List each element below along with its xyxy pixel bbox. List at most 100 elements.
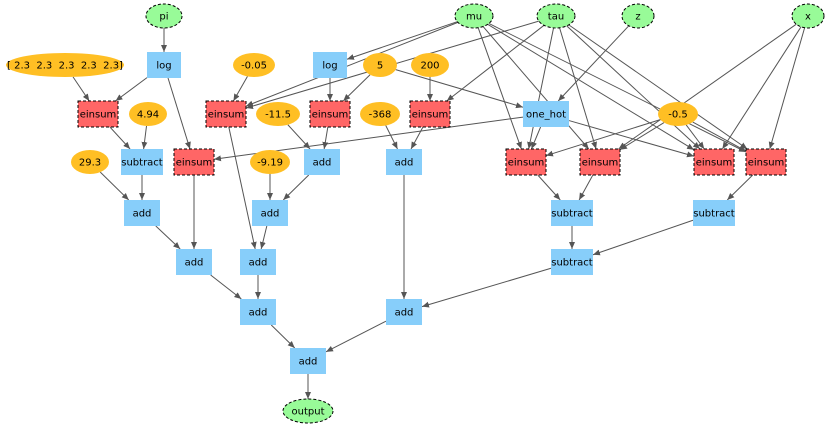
node-add3-label: add xyxy=(313,158,332,169)
edge-log1-to-ein5 xyxy=(167,77,191,150)
edge-mu-to-ein6 xyxy=(477,27,522,150)
edge-mu-to-log2 xyxy=(346,21,458,60)
node-ein2-label: einsum xyxy=(208,110,245,121)
node-sub2-shape xyxy=(551,200,593,226)
edge-c_05-to-ein7 xyxy=(619,122,665,151)
node-mu-shape xyxy=(454,3,494,29)
edge-tau-to-ein9 xyxy=(568,24,748,150)
edge-ein3-to-add3 xyxy=(322,126,329,150)
node-c_005-label: -0.05 xyxy=(241,61,267,72)
node-c_005: -0.05 xyxy=(233,53,275,77)
node-add3-shape xyxy=(304,149,340,175)
node-ein8-label: einsum xyxy=(696,158,733,169)
node-c_293-shape xyxy=(71,150,109,174)
edge-add3-to-add2 xyxy=(282,174,310,201)
node-ein8: einsum xyxy=(693,148,735,176)
node-sub3-label: subtract xyxy=(693,209,735,220)
node-add9-shape xyxy=(290,348,326,374)
node-c_115: -11.5 xyxy=(256,102,300,126)
node-c_5-label: 5 xyxy=(377,61,383,72)
node-add9: add xyxy=(290,348,326,374)
node-output: output xyxy=(282,398,334,424)
edge-c_arr-to-ein1 xyxy=(72,76,90,102)
node-ein3-shape xyxy=(309,100,351,128)
node-mu-label: mu xyxy=(466,12,482,23)
node-add6-label: add xyxy=(249,258,268,269)
node-tau-label: tau xyxy=(548,12,564,23)
node-add5: add xyxy=(176,249,212,275)
node-sub3-shape xyxy=(693,200,735,226)
node-sub1-shape xyxy=(121,149,163,175)
edge-ein1-to-sub1 xyxy=(109,126,131,150)
node-sub4: subtract xyxy=(551,249,593,275)
node-add6-shape xyxy=(240,249,276,275)
node-c_494: 4.94 xyxy=(129,102,167,126)
node-add9-label: add xyxy=(299,357,318,368)
node-add1-shape xyxy=(124,200,160,226)
node-add2-label: add xyxy=(261,209,280,220)
node-c_5-shape xyxy=(363,53,397,77)
node-add1-label: add xyxy=(133,209,152,220)
node-add7: add xyxy=(240,299,276,325)
node-add4: add xyxy=(386,149,422,175)
node-sub1: subtract xyxy=(121,149,163,175)
edge-x-to-ein9 xyxy=(768,27,806,150)
edge-ein2-to-add6 xyxy=(228,126,257,250)
node-sub2: subtract xyxy=(551,200,593,226)
node-sub1-label: subtract xyxy=(121,158,163,169)
node-add4-shape xyxy=(386,149,422,175)
edge-c_115-to-add3 xyxy=(287,124,311,150)
edge-mu-to-ein7 xyxy=(482,26,590,150)
node-output-shape xyxy=(282,398,334,424)
node-c_919-label: -9.19 xyxy=(257,158,283,169)
node-log1-label: log xyxy=(156,61,171,72)
node-x: x xyxy=(791,3,825,29)
edge-mu-to-ein9 xyxy=(488,23,747,153)
node-ein5: einsum xyxy=(173,148,215,176)
edge-sub4-to-add8 xyxy=(421,267,552,308)
node-ein9-shape xyxy=(745,148,787,176)
node-c_05-shape xyxy=(658,102,698,126)
node-c_368-shape xyxy=(360,102,400,126)
node-onehot: one_hot xyxy=(523,101,569,127)
node-add5-label: add xyxy=(185,258,204,269)
node-c_05: -0.5 xyxy=(658,102,698,126)
node-ein6-label: einsum xyxy=(508,158,545,169)
node-c_115-shape xyxy=(256,102,300,126)
node-tau: tau xyxy=(536,3,576,29)
edge-ein6-to-sub2 xyxy=(537,174,561,201)
edge-add1-to-add5 xyxy=(155,225,181,250)
edge-c_293-to-add1 xyxy=(99,171,130,201)
node-ein5-shape xyxy=(173,148,215,176)
node-c_368: -368 xyxy=(360,102,400,126)
edge-onehot-to-ein8 xyxy=(568,120,695,158)
node-sub3: subtract xyxy=(693,200,735,226)
node-c_arr-label: [ 2.3 2.3 2.3 2.3 2.3] xyxy=(7,61,123,72)
edge-mu-to-ein8 xyxy=(487,23,695,151)
edge-c_005-to-ein2 xyxy=(232,76,248,102)
edge-add5-to-add7 xyxy=(210,274,242,300)
node-ein1: einsum xyxy=(77,100,119,128)
node-c_919: -9.19 xyxy=(250,150,290,174)
node-log1-shape xyxy=(147,52,181,78)
node-pi: pi xyxy=(145,3,183,29)
node-c_005-shape xyxy=(233,53,275,77)
edge-c_368-to-add4 xyxy=(385,125,398,150)
node-ein2: einsum xyxy=(205,100,247,128)
node-add8: add xyxy=(386,299,422,325)
edge-ein4-to-add4 xyxy=(410,126,424,150)
node-ein7: einsum xyxy=(579,148,621,176)
node-add3: add xyxy=(304,149,340,175)
node-pi-shape xyxy=(145,3,183,29)
node-ein9: einsum xyxy=(745,148,787,176)
edge-sub3-to-sub4 xyxy=(592,219,694,256)
node-ein3: einsum xyxy=(309,100,351,128)
node-pi-label: pi xyxy=(159,12,168,23)
edge-add7-to-add9 xyxy=(270,324,296,349)
node-x-shape xyxy=(791,3,825,29)
node-ein4-label: einsum xyxy=(412,110,449,121)
node-mu: mu xyxy=(454,3,494,29)
node-log2-label: log xyxy=(322,61,337,72)
node-z: z xyxy=(621,3,655,29)
edge-mu-to-ein2 xyxy=(245,21,459,107)
